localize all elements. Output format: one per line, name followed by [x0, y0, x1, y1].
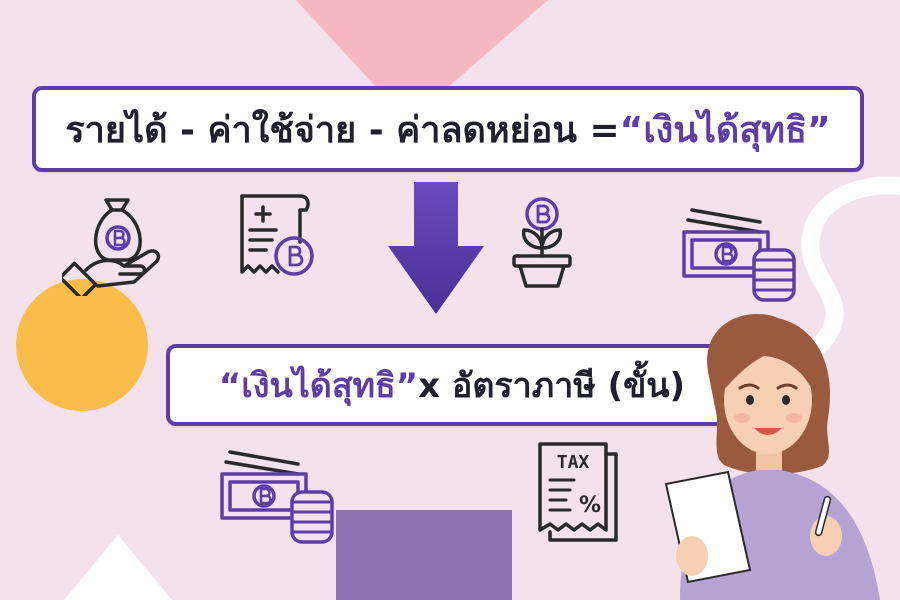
face	[724, 346, 812, 454]
right-brow	[776, 383, 798, 390]
left-eye	[746, 395, 754, 405]
receipt-bitcoin-icon	[240, 194, 314, 276]
yellow-circle	[16, 279, 148, 411]
right-hand	[810, 516, 842, 556]
formula-1-text: รายได้ - ค่าใช้จ่าย - ค่าลดหย่อน =	[65, 109, 620, 151]
formula-box-2: “เงินได้สุทธิ” x อัตราภาษี (ขั้น)	[166, 344, 738, 426]
bitcoin-plant-icon	[512, 197, 572, 288]
cash-coins-icon	[682, 208, 796, 302]
formula-2-text: x อัตราภาษี (ขั้น)	[418, 366, 686, 406]
purple-block	[336, 510, 512, 600]
woman-illustration	[664, 313, 880, 600]
down-arrow-icon	[388, 182, 484, 314]
formula-box-1: รายได้ - ค่าใช้จ่าย - ค่าลดหย่อน = “เงิน…	[32, 86, 864, 172]
formula-1-highlight: “เงินได้สุทธิ”	[619, 109, 831, 151]
cash-coins-icon	[220, 450, 334, 544]
formula-2-highlight: “เงินได้สุทธิ”	[218, 366, 419, 406]
mouth	[754, 428, 782, 435]
left-brow	[738, 383, 760, 390]
money-bag-hand-icon	[62, 198, 161, 296]
right-cheek	[786, 413, 802, 423]
white-triangle	[64, 535, 172, 600]
tax-label: TAX	[557, 452, 590, 473]
right-eye	[782, 395, 790, 405]
tax-document-icon: TAX %	[538, 442, 618, 542]
left-hand	[676, 536, 708, 576]
pen	[814, 495, 832, 537]
left-cheek	[734, 413, 750, 423]
percent-label: %	[579, 493, 601, 518]
pink-triangle	[296, 0, 548, 122]
hair-front	[722, 332, 819, 400]
